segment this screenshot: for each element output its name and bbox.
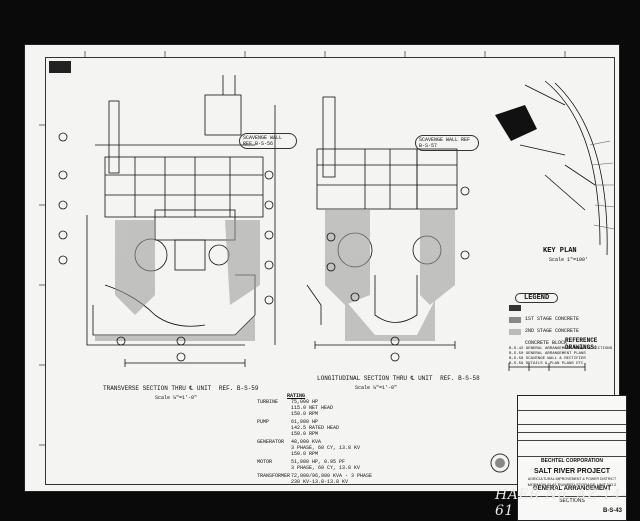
title-plant: MORMON FLAT PUMPED STORAGE UNIT NO.2 <box>527 482 617 487</box>
turbine-value-1: 75,000 HP <box>291 399 319 405</box>
title-drawing-subtitle: SECTIONS <box>559 498 585 504</box>
legend-item-3: CONCRETE BLOCK <box>525 340 568 346</box>
motor-value-2: 3 PHASE, 60 CY, 13.8 KV <box>291 465 361 471</box>
reference-drawings-list: B-S-42 GENERAL ARRANGEMENT PLANS & SECTI… <box>509 347 619 367</box>
sheet-border <box>45 57 615 485</box>
motor-value-1: 51,000 HP, 0.95 PF <box>291 459 346 465</box>
reference-drawing-3: B-S-58 SCAVENGE WALL & RECTIFIER <box>509 357 586 361</box>
key-plan-title: KEY PLAN <box>543 247 577 255</box>
title-drawing-number: B-S-43 <box>602 508 622 514</box>
reference-drawings-title: REFERENCE DRAWINGS: <box>565 337 598 351</box>
turbine-value-2: 115.0 NET HEAD <box>291 405 334 411</box>
motor-label: MOTOR <box>257 459 273 465</box>
legend-title: LEGEND <box>515 293 559 303</box>
title-project: SALT RIVER PROJECT <box>533 468 611 475</box>
legend-item-2: 2ND STAGE CONCRETE <box>525 328 580 334</box>
callout-scavenge-wall-1: SCAVENGE WALL REF B-S-56 <box>239 133 297 149</box>
title-drawing-title: GENERAL ARRANGEMENT <box>532 486 611 492</box>
transformer-value-2: 230 KV-13.8-13.8 KV <box>291 479 349 485</box>
transverse-section-drawing <box>58 75 276 367</box>
generator-value-2: 3 PHASE, 60 CY, 13.8 KV <box>291 445 361 451</box>
reference-drawing-2: B-S-50 GENERAL ARRANGEMENT PLANS <box>509 352 586 356</box>
title-company: BECHTEL CORPORATION <box>540 458 604 464</box>
ratings-heading: RATING <box>287 393 306 399</box>
turbine-value-3: 150.0 RPM <box>291 411 319 417</box>
longitudinal-section-scale: Scale ⅛"=1'-0" <box>355 385 398 391</box>
pump-value-1: 61,000 HP <box>291 419 319 425</box>
reference-drawing-4: B-S-59 DETAILS & PLAN PLANS ETC. <box>509 362 586 366</box>
pump-value-2: 142.5 RATED HEAD <box>291 425 340 431</box>
ratings-block: RATING TURBINE 75,000 HP 115.0 NET HEAD … <box>257 393 377 485</box>
border-ticks <box>39 51 566 446</box>
transverse-section-caption: TRANSVERSE SECTION THRU ℄ UNIT REF. B-S-… <box>103 385 259 392</box>
key-plan-drawing <box>490 80 616 473</box>
haer-catalog-number: HAER No. AZ-14-61 <box>495 487 627 519</box>
transverse-section-scale: Scale ⅛"=1'-0" <box>155 395 198 401</box>
pump-value-3: 150.0 RPM <box>291 431 319 437</box>
generator-value-1: 48,000 KVA <box>291 439 322 445</box>
pump-label: PUMP <box>257 419 270 425</box>
drawing-sheet: TRANSVERSE SECTION THRU ℄ UNIT REF. B-S-… <box>24 44 627 521</box>
transformer-label: TRANSFORMER <box>257 473 291 479</box>
title-project-sub: AGRICULTURAL IMPROVEMENT & POWER DISTRIC… <box>527 477 617 481</box>
generator-label: GENERATOR <box>257 439 285 445</box>
legend-item-1: 1ST STAGE CONCRETE <box>525 316 580 322</box>
turbine-label: TURBINE <box>257 399 279 405</box>
title-block: BECHTEL CORPORATION SALT RIVER PROJECT A… <box>517 395 627 521</box>
transformer-value-1: 72,000/96,000 KVA - 3 PHASE <box>291 473 373 479</box>
longitudinal-section-caption: LONGITUDINAL SECTION THRU ℄ UNIT REF. B-… <box>317 375 480 382</box>
key-plan-scale: Scale 1"=100' <box>549 257 589 263</box>
longitudinal-section-drawing <box>306 96 470 362</box>
callout-scavenge-wall-2: SCAVENGE WALL REF B-S-57 <box>415 135 479 151</box>
reference-drawing-1: B-S-42 GENERAL ARRANGEMENT PLANS & SECTI… <box>509 347 613 351</box>
generator-value-3: 150.0 RPM <box>291 451 319 457</box>
